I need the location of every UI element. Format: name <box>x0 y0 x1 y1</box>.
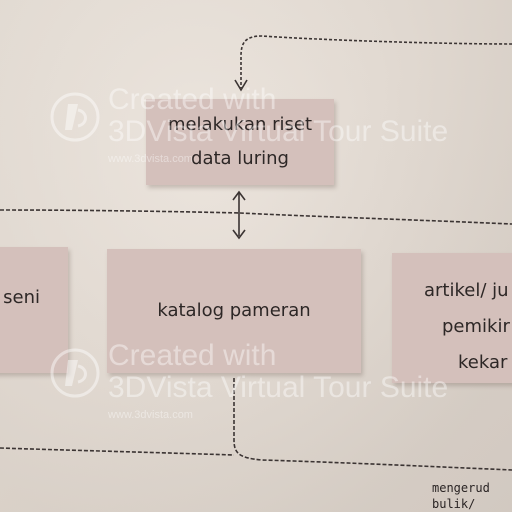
box-artikel: artikel/ ju pemikir kekar <box>392 253 512 383</box>
box-riset-line-1: melakukan riset <box>167 114 313 135</box>
up-arrowhead <box>232 190 246 201</box>
box-katalog-line-1: katalog pameran <box>157 300 311 321</box>
down-arrowhead <box>232 229 246 240</box>
box-melakukan-riset: melakukan riset data luring <box>146 99 334 185</box>
handwritten-annotation: mengerud bulik/ <box>432 480 490 512</box>
top-loop-connector <box>240 35 512 88</box>
horizontal-connector-upper <box>0 209 512 225</box>
box-seni-line-1: seni <box>3 287 40 308</box>
box-artikel-line-1: artikel/ ju <box>424 280 509 301</box>
annotation-line-1: mengerud <box>432 481 490 495</box>
bottom-connector <box>233 378 512 471</box>
top-arrowhead <box>234 79 248 92</box>
box-riset-line-2: data luring <box>191 148 289 169</box>
box-artikel-line-3: kekar <box>458 352 508 373</box>
horizontal-connector-lower <box>0 447 235 456</box>
box-artikel-line-2: pemikir <box>442 316 510 337</box>
annotation-line-2: bulik/ <box>432 497 476 511</box>
box-katalog-pameran: katalog pameran <box>107 249 361 373</box>
box-seni: seni <box>0 247 68 373</box>
